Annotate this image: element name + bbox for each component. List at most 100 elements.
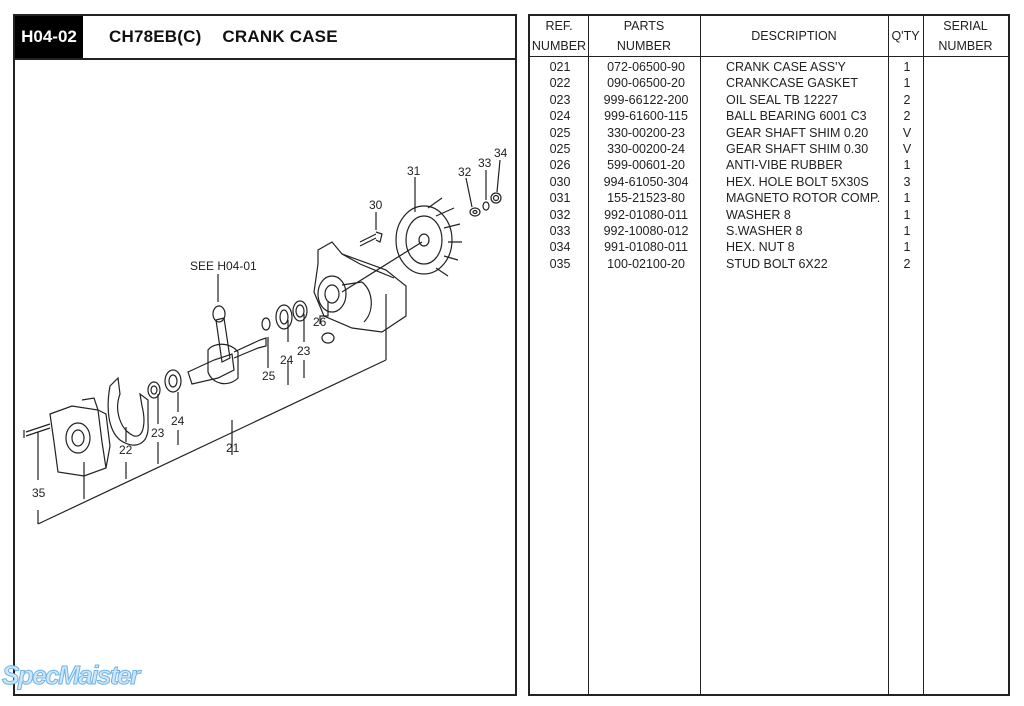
see-reference-note: SEE H04-01: [190, 259, 257, 273]
parts-table: REF. NUMBER PARTS NUMBER DESCRIPTION Q'T…: [528, 14, 1010, 696]
leader-line: [465, 177, 473, 208]
table-row: 021 072-06500-90 CRANK CASE ASS'Y 1: [530, 59, 1008, 75]
washer-icon: [469, 207, 481, 217]
leader-line: [496, 159, 501, 193]
qty-cell: 2: [903, 92, 911, 107]
part-number-cell: 992-01080-011: [604, 207, 688, 222]
ref-cell: 025: [549, 141, 571, 156]
header-description: DESCRIPTION: [751, 29, 837, 43]
ref-cell: 021: [549, 60, 571, 74]
header-text: NUMBER: [531, 39, 587, 53]
callout-21: 21: [226, 441, 240, 455]
description-cell: CRANKCASE GASKET: [726, 76, 858, 91]
column-divider: [588, 16, 589, 694]
hex-hole-bolt-icon: [359, 231, 383, 247]
exploded-diagram: 35 22 23 24 21 25 24 23 26 30 31 32 33 3…: [15, 60, 515, 694]
header-text: SERIAL: [943, 19, 988, 33]
assembly-title: CRANK CASE: [222, 27, 338, 46]
ref-cell: 031: [549, 191, 571, 206]
ref-cell: 026: [549, 158, 571, 173]
ball-bearing-icon: [275, 304, 293, 330]
column-divider: [923, 16, 924, 694]
spring-washer-icon: [482, 201, 490, 211]
part-number-cell: 330-00200-24: [607, 141, 685, 156]
description-cell: CRANK CASE ASS'Y: [726, 60, 846, 74]
part-number-cell: 072-06500-90: [607, 60, 685, 74]
description-cell: BALL BEARING 6001 C3: [726, 109, 867, 124]
model-name: CH78EB(C): [109, 27, 202, 46]
callout-31: 31: [407, 164, 421, 178]
qty-cell: V: [902, 141, 912, 156]
qty-cell: 1: [903, 223, 911, 238]
header-parts-number: PARTS NUMBER: [588, 16, 700, 56]
callout-22: 22: [119, 443, 133, 457]
gear-shaft-shim-icon: [261, 317, 271, 331]
crankcase-left-half-icon: [49, 397, 111, 477]
anti-vibe-rubber-icon: [321, 332, 335, 344]
section-title: CH78EB(C) CRANK CASE: [109, 16, 338, 58]
ref-cell: 025: [549, 125, 571, 140]
table-row: 034 991-01080-011 HEX. NUT 8 1: [530, 239, 1008, 255]
ref-cell: 032: [549, 207, 571, 222]
header-serial-number: SERIAL NUMBER: [923, 16, 1008, 56]
description-cell: S.WASHER 8: [726, 223, 803, 238]
qty-cell: 1: [903, 60, 911, 74]
table-row: 030 994-61050-304 HEX. HOLE BOLT 5X30S 3: [530, 174, 1008, 190]
ref-cell: 023: [549, 92, 571, 107]
ref-cell: 033: [549, 223, 571, 238]
part-number-cell: 992-10080-012: [603, 223, 689, 238]
header-divider: [530, 56, 1008, 57]
part-number-cell: 999-61600-115: [604, 109, 688, 124]
column-divider: [700, 16, 701, 694]
ref-cell: 034: [549, 240, 571, 255]
ref-cell: 022: [549, 76, 571, 91]
callout-35: 35: [32, 486, 46, 500]
header-ref-number: REF. NUMBER: [530, 16, 588, 56]
qty-cell: 1: [903, 207, 911, 222]
ref-cell: 030: [549, 174, 571, 189]
description-cell: GEAR SHAFT SHIM 0.30: [726, 141, 869, 156]
header-text: PARTS: [623, 19, 665, 33]
part-number-cell: 599-00601-20: [607, 158, 685, 173]
watermark-logo: SpecMaister: [2, 660, 141, 691]
qty-cell: 2: [903, 256, 911, 271]
callout-23: 23: [151, 426, 165, 440]
callout-30: 30: [369, 198, 383, 212]
diagram-panel: H04-02 CH78EB(C) CRANK CASE: [13, 14, 517, 696]
qty-cell: V: [902, 125, 912, 140]
table-row: 023 999-66122-200 OIL SEAL TB 12227 2: [530, 92, 1008, 108]
column-divider: [888, 16, 889, 694]
qty-cell: 2: [903, 109, 911, 124]
part-number-cell: 991-01080-011: [604, 240, 688, 255]
header-text: NUMBER: [616, 39, 672, 53]
description-cell: HEX. NUT 8: [726, 240, 795, 255]
ball-bearing-icon: [164, 369, 182, 393]
callout-25: 25: [262, 369, 276, 383]
callout-32: 32: [458, 165, 472, 179]
title-bar: H04-02 CH78EB(C) CRANK CASE: [15, 16, 515, 60]
part-number-cell: 994-61050-304: [603, 174, 689, 189]
callout-baseline: [37, 359, 387, 525]
leader-line: [341, 281, 363, 286]
crankcase-right-half-icon: [313, 241, 407, 333]
oil-seal-icon: [292, 300, 308, 322]
qty-cell: 3: [903, 174, 911, 189]
part-number-cell: 999-66122-200: [603, 92, 689, 107]
oil-seal-icon: [147, 381, 161, 399]
part-number-cell: 100-02100-20: [607, 256, 685, 271]
qty-cell: 1: [903, 240, 911, 255]
part-number-cell: 090-06500-20: [607, 76, 685, 91]
callout-33: 33: [478, 156, 492, 170]
callout-34: 34: [494, 146, 508, 160]
description-cell: HEX. HOLE BOLT 5X30S: [726, 174, 869, 189]
hex-nut-icon: [490, 192, 502, 204]
crankshaft-icon: [187, 305, 267, 385]
description-cell: OIL SEAL TB 12227: [726, 92, 839, 107]
description-cell: STUD BOLT 6X22: [726, 256, 828, 271]
crank-case-exploded-view: 35 22 23 24 21 25 24 23 26 30 31 32 33 3…: [23, 146, 508, 525]
ref-cell: 024: [549, 109, 571, 124]
